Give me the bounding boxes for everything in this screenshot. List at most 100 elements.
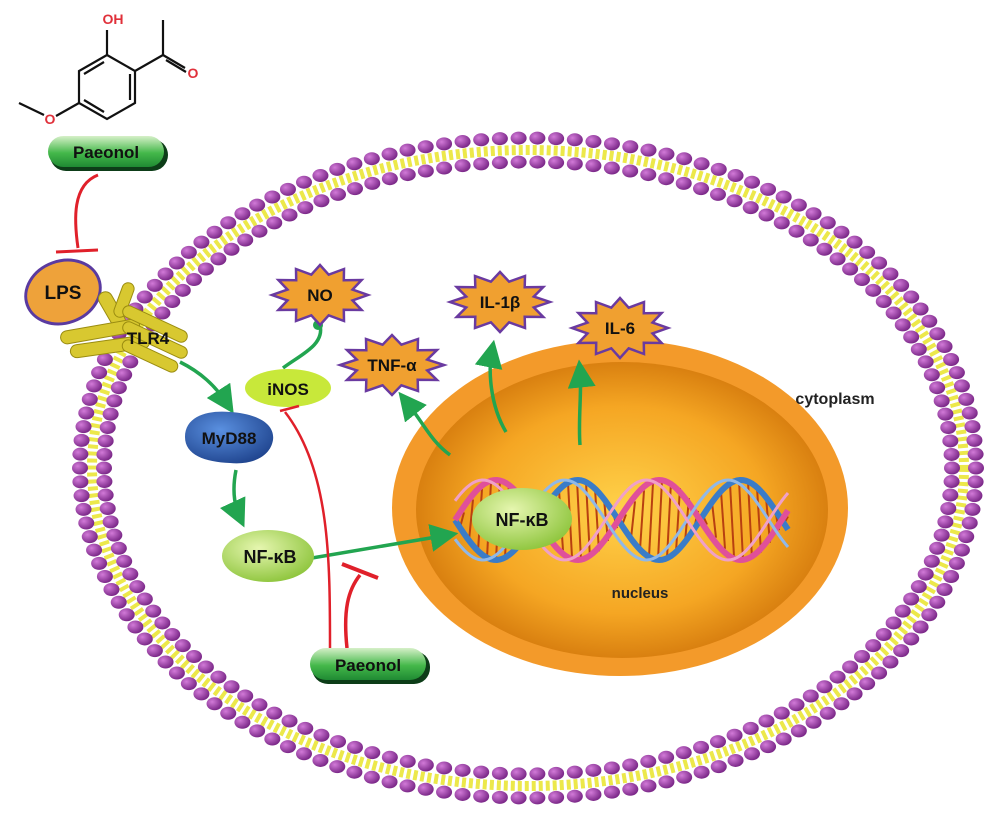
phospholipid-head — [603, 785, 620, 799]
nfkb-nuclear-label: NF-κB — [495, 510, 548, 530]
arrow-nucleus-il6 — [567, 359, 596, 446]
methoxy-oxygen-label: O — [45, 111, 56, 127]
phospholipid-head — [566, 789, 583, 803]
phospholipid-head — [943, 352, 960, 366]
myd88-node: MyD88 — [185, 411, 274, 464]
phospholipid-head — [220, 216, 237, 230]
phospholipid-head — [157, 267, 174, 281]
phospholipid-head — [885, 306, 902, 320]
phospholipid-head — [118, 608, 135, 622]
phospholipid-head — [929, 381, 946, 395]
phospholipid-head — [72, 447, 89, 461]
phospholipid-head — [399, 754, 416, 768]
phospholipid-head — [910, 580, 927, 594]
phospholipid-head — [585, 159, 602, 173]
hydroxyl-label: OH — [103, 11, 124, 27]
dna-base-pair — [576, 479, 582, 561]
phospholipid-head — [99, 420, 116, 434]
cytokine-tnf-label: TNF-α — [367, 356, 417, 375]
phospholipid-head — [622, 164, 639, 178]
phospholipid-head — [75, 502, 92, 516]
phospholipid-head — [186, 650, 203, 664]
phospholipid-head — [967, 475, 984, 489]
starburst-icon — [568, 296, 672, 360]
phospholipid-head — [364, 746, 381, 760]
phospholipid-head — [129, 580, 146, 594]
paeonol-top-badge: Paeonol — [48, 136, 168, 171]
phospholipid-head — [237, 689, 254, 703]
phospholipid-head — [510, 131, 527, 145]
inhibition-bar-translocation — [341, 562, 379, 580]
phospholipid-head — [330, 735, 347, 749]
dna-base-pair — [648, 482, 654, 558]
myd88-label: MyD88 — [202, 429, 257, 448]
phospholipid-head — [529, 791, 546, 805]
phospholipid-head — [106, 394, 123, 408]
phospholipid-head — [859, 245, 876, 259]
phospholipid-head — [967, 447, 984, 461]
phospholipid-head — [81, 392, 98, 406]
phospholipid-head — [96, 447, 113, 461]
phospholipid-head — [693, 740, 710, 754]
arrow-nucleus-il1b — [474, 339, 508, 433]
phospholipid-head — [346, 157, 363, 171]
phospholipid-head — [566, 133, 583, 147]
dna-base-pair — [738, 480, 744, 560]
phospholipid-head — [940, 420, 957, 434]
cell-membrane — [72, 131, 984, 805]
phospholipid-head — [958, 530, 975, 544]
phospholipid-head — [266, 216, 283, 230]
phospholipid-head — [251, 224, 268, 238]
phospholipid-head — [473, 765, 490, 779]
phospholipid-head — [436, 161, 453, 175]
arrow-tlr4-myd88 — [179, 360, 234, 414]
cytokine-no: NO — [268, 263, 372, 327]
phospholipid-head — [193, 235, 210, 249]
phospholipid-head — [313, 194, 330, 208]
phospholipid-head — [833, 697, 850, 711]
phospholipid-head — [529, 131, 546, 145]
phospholipid-head — [833, 225, 850, 239]
phospholipid-head — [122, 355, 139, 369]
phospholipid-head — [819, 706, 836, 720]
phospholipid-head — [417, 140, 434, 154]
phospholipid-head — [676, 152, 693, 166]
phospholipid-head — [72, 461, 88, 475]
phospholipid-head — [106, 528, 123, 542]
phospholipid-head — [529, 767, 546, 781]
phospholipid-head — [329, 760, 346, 774]
phospholipid-head — [381, 147, 398, 161]
inos-node: iNOS — [245, 369, 331, 407]
phospholipid-head — [264, 732, 281, 746]
phospholipid-head — [529, 155, 546, 169]
inhibition-paeonol-nfkb-translocation — [343, 573, 362, 649]
arrow-inos-no — [281, 324, 323, 370]
phospholipid-head — [210, 670, 227, 684]
phospholipid-head — [693, 765, 710, 779]
cytokine-no-label: NO — [307, 286, 333, 305]
phospholipid-head — [417, 164, 434, 178]
phospholipid-head — [110, 541, 127, 555]
arrow-nfkb-nucleus — [311, 524, 459, 560]
phospholipid-head — [802, 233, 819, 247]
arrow-nucleus-tnf — [398, 391, 452, 457]
phospholipid-head — [86, 543, 103, 557]
phospholipid-head — [710, 162, 727, 176]
phospholipid-head — [220, 706, 237, 720]
phospholipid-head — [154, 616, 171, 630]
phospholipid-head — [146, 278, 163, 292]
phospholipid-head — [885, 616, 902, 630]
phospholipid-head — [727, 169, 744, 183]
phospholipid-head — [223, 680, 240, 694]
phospholipid-head — [894, 318, 911, 332]
phospholipid-head — [882, 655, 899, 669]
phospholipid-head — [330, 187, 347, 201]
lps-label: LPS — [45, 283, 82, 304]
phospholipid-head — [936, 340, 953, 354]
phospholipid-head — [758, 714, 775, 728]
phospholipid-head — [585, 763, 602, 777]
starburst-icon — [335, 333, 449, 397]
phospholipid-head — [197, 262, 214, 276]
phospholipid-head — [473, 789, 490, 803]
